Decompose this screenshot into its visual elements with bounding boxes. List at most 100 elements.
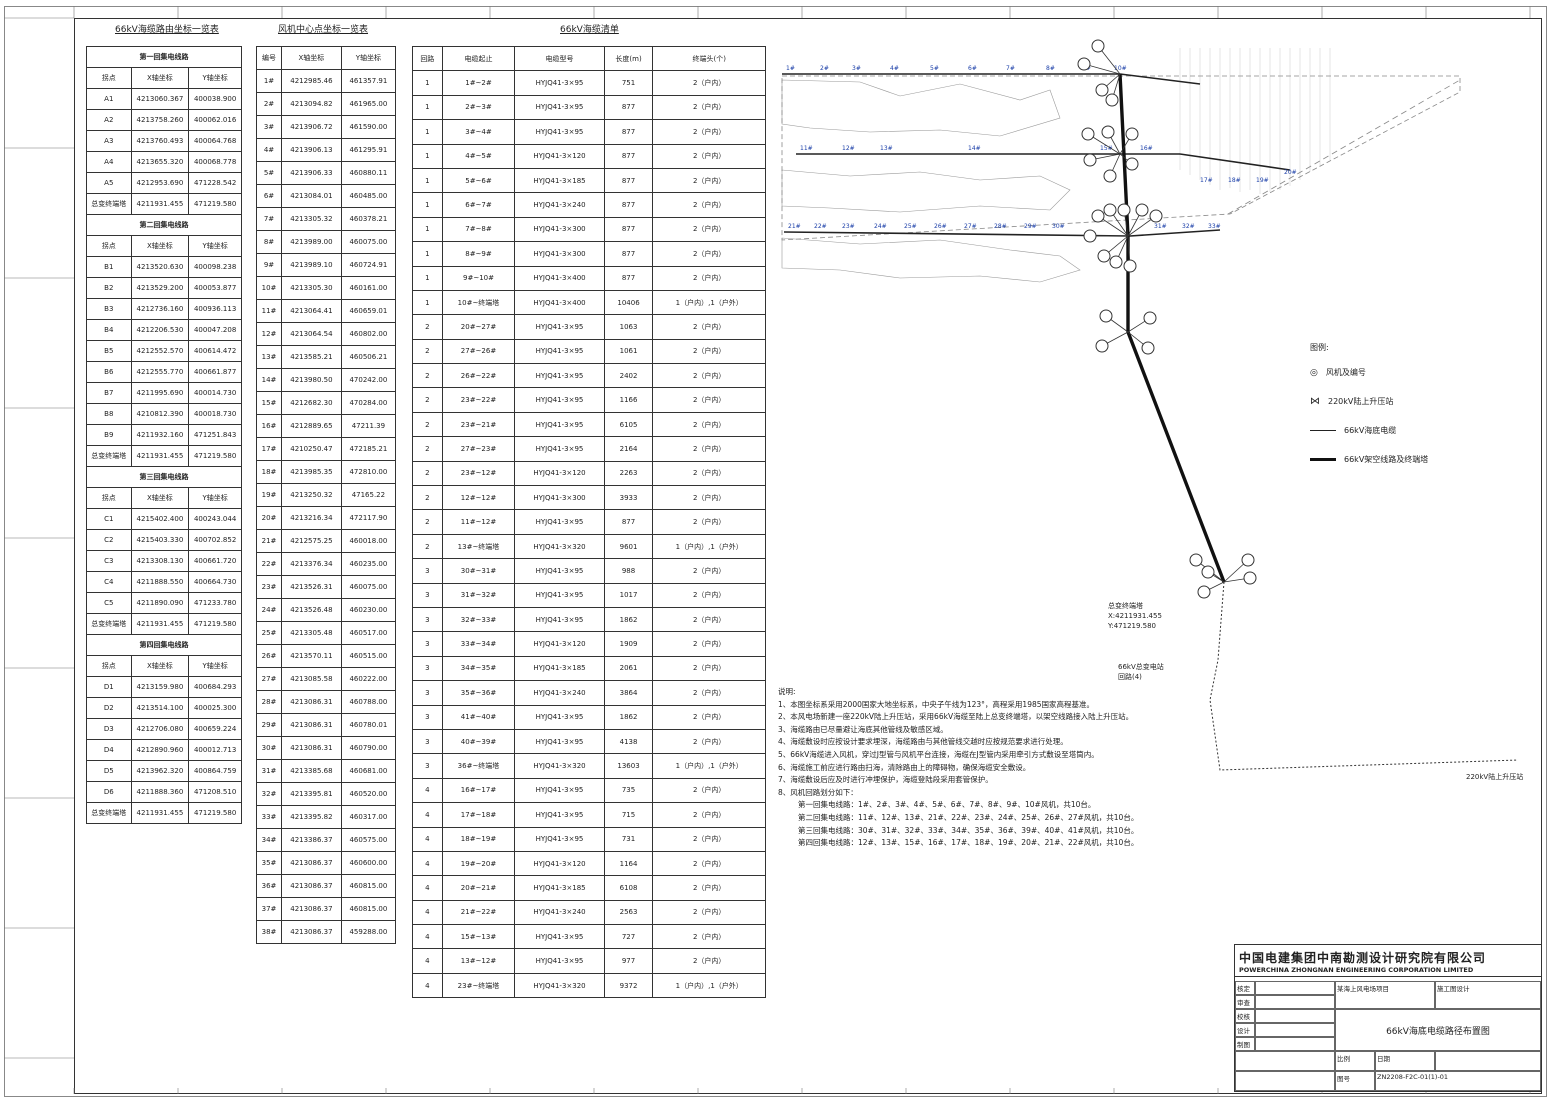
table-cell: 32#~33# [441, 606, 516, 633]
table-cell: 23#~12# [441, 460, 516, 487]
table-cell: 20# [256, 506, 282, 530]
turbine-label-1: 1# [786, 65, 795, 72]
table-cell: 9372 [603, 972, 654, 999]
table-cell: 2（户内） [652, 314, 766, 340]
table-cell: 2563 [603, 899, 654, 926]
table-cell: 461357.91 [340, 69, 397, 93]
table-cell: 2（户内） [652, 436, 766, 462]
project-name: 某海上风电场项目 [1335, 981, 1435, 1009]
turbine-label-14: 14# [968, 145, 981, 152]
note-item: 6、海缆施工前应进行路由扫海，清除路由上的障碍物，确保海缆安全敷设。 [778, 762, 1031, 772]
turbine-node-icon [1101, 125, 1115, 139]
note-item: 1、本图坐标系采用2000国家大地坐标系，中央子午线为123°，高程采用1985… [778, 699, 1095, 709]
table-cell: 3933 [603, 485, 654, 511]
table-cell: 25# [256, 621, 282, 645]
table-cell: 13#~12# [441, 948, 516, 974]
table-cell: 2（户内） [652, 631, 766, 657]
role-5: 制图 [1235, 1037, 1255, 1051]
turbine-label-24: 24# [874, 223, 887, 230]
table-cell: 3 [412, 655, 443, 682]
blank-cell-1 [1235, 1051, 1335, 1071]
table-cell: HYJQ41-3×320 [514, 753, 605, 779]
table-cell: 11# [256, 299, 282, 323]
turbine-label-16: 16# [1140, 145, 1153, 152]
overhead-line-icon [1310, 458, 1336, 461]
date-label: 日期 [1375, 1051, 1435, 1071]
note-item: 5、66kV海缆进入风机，穿过J型管与风机平台连接，海缆在J型管内采用牵引方式敷… [778, 749, 1099, 759]
table-cell: 22# [256, 552, 282, 576]
legend-item-cable: 66kV海底电缆 [1310, 425, 1428, 436]
table-cell: HYJQ41-3×95 [514, 387, 605, 413]
turbine-node-icon [1125, 157, 1139, 171]
table-cell: 2（户内） [652, 777, 766, 804]
table-cell: 17# [256, 437, 282, 461]
sheet-label: 图号 [1335, 1071, 1375, 1091]
table-cell: 460485.00 [340, 184, 397, 208]
table-cell: 2（户内） [652, 509, 766, 535]
table-cell: 24# [256, 598, 282, 622]
table-cell: 877 [603, 192, 654, 218]
table-cell: 17#~18# [441, 802, 516, 828]
table-cell: 4# [256, 138, 282, 162]
notes: 说明: 1、本图坐标系采用2000国家大地坐标系，中央子午线为123°，高程采用… [778, 686, 1208, 850]
table-cell: 1166 [603, 387, 654, 413]
role-3-sign [1255, 1009, 1335, 1023]
substation-label: 66kV总变电站 回路(4) [1118, 662, 1164, 682]
note-item: 第二回集电线路：11#、12#、13#、21#、22#、23#、24#、25#、… [798, 812, 1139, 822]
table-cell: 23#~21# [441, 411, 516, 438]
legend-item-landing: ⋈ 220kV陆上升压站 [1310, 396, 1394, 407]
note-item: 7、海缆敷设后应及时进行冲埋保护，海缆登陆段采用套管保护。 [778, 775, 993, 785]
turbine-label-25: 25# [904, 223, 917, 230]
role-3: 校核 [1235, 1009, 1255, 1023]
table-cell: 2（户内） [652, 850, 766, 877]
trunk-cable [1118, 73, 1226, 583]
table-cell: HYJQ41-3×95 [514, 411, 605, 438]
table-cell: 4213906.13 [281, 138, 342, 162]
table-cell: 4 [412, 972, 443, 999]
table-cell: HYJQ41-3×400 [514, 265, 605, 291]
role-2: 审查 [1235, 995, 1255, 1009]
table-cell: 400047.208 [188, 319, 242, 341]
table-cell: 4213094.82 [281, 92, 342, 116]
blank-cell-2 [1435, 1051, 1541, 1071]
coastline [781, 79, 1081, 283]
table-cell: 4213086.37 [281, 851, 342, 875]
turbine-label-27: 27# [964, 223, 977, 230]
table-cell: 461965.00 [340, 92, 397, 116]
table-cell: HYJQ41-3×240 [514, 899, 605, 926]
table-cell: 460681.00 [340, 759, 397, 783]
table-cell: 28# [256, 690, 282, 714]
turbine-label-30: 30# [1052, 223, 1065, 230]
turbine-node-icon [1123, 259, 1137, 273]
company-name-cn: 中国电建集团中南勘测设计研究院有限公司 [1239, 951, 1487, 965]
table-cell: 2（户内） [652, 411, 766, 438]
turbine-label-12: 12# [842, 145, 855, 152]
cables-header-cell: 电缆型号 [514, 45, 605, 72]
table-cell: HYJQ41-3×95 [514, 94, 605, 121]
table-cell: 4213305.48 [281, 621, 342, 645]
